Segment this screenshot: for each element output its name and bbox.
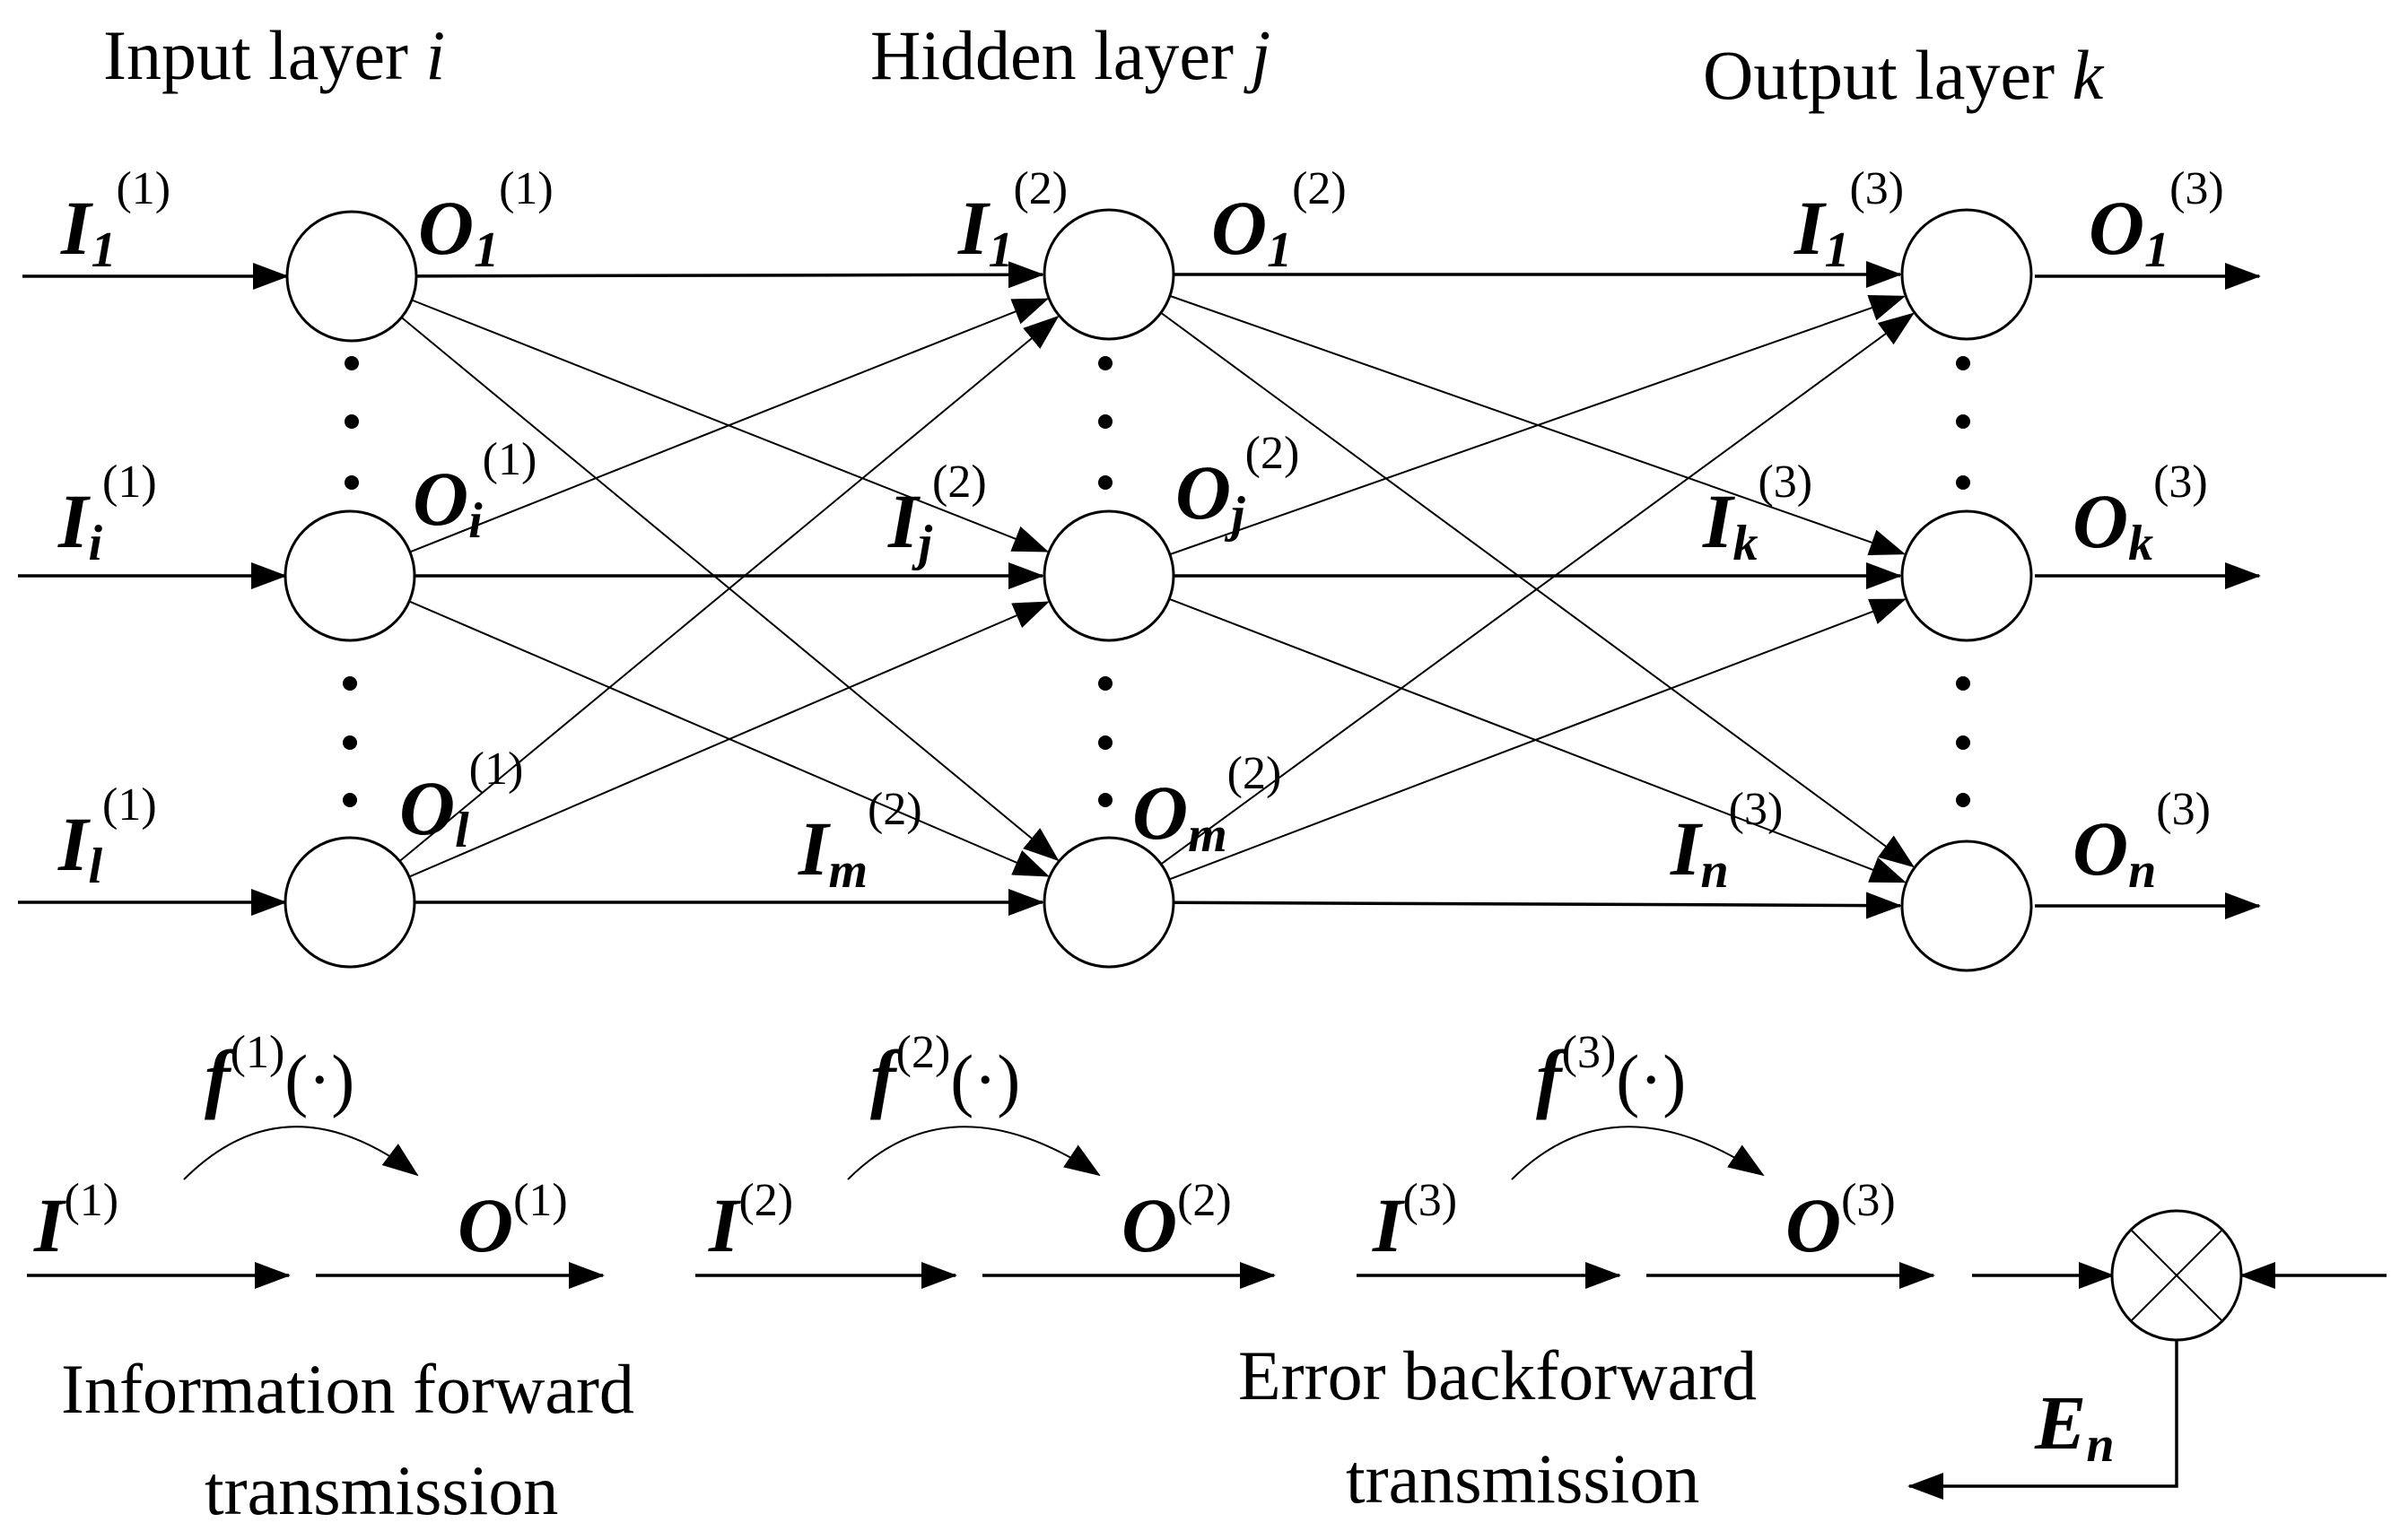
input-layer-header: Input layer i [103, 16, 445, 94]
svg-text:O(3): O(3) [1785, 1175, 1896, 1268]
ellipsis-dots [343, 356, 1970, 807]
svg-text:I(1): I(1) [33, 1175, 118, 1268]
label-input-Ol: Ol(1) [399, 744, 523, 858]
label-output-On: On(3) [2073, 784, 2211, 899]
svg-text:f(3)(·): f(3)(·) [1536, 1027, 1686, 1120]
label-hidden-Im: Im(2) [798, 784, 922, 899]
label-input-Oi: Oi(1) [413, 434, 537, 549]
hidden-node-m [1043, 836, 1175, 969]
label-hidden-Oj: Oj(2) [1175, 428, 1299, 543]
edge-l2-2-to-2 [1173, 892, 1903, 919]
input-node-l [284, 836, 416, 969]
edge-l2-2-to-1 [1168, 598, 1907, 881]
edge-l1-2-to-0 [398, 315, 1060, 862]
hidden-node-j [1043, 509, 1175, 642]
activation-function-1: f(1)(·) I(1) O(1) [27, 1027, 605, 1289]
label-hidden-O1: O1(2) [1211, 163, 1347, 278]
svg-text:f(2)(·): f(2)(·) [870, 1027, 1020, 1120]
svg-text:f(1)(·): f(1)(·) [205, 1027, 354, 1120]
label-hidden-I1: I1(2) [957, 163, 1068, 278]
caption-forward-line2: transmission [205, 1451, 558, 1529]
activation-function-3: f(3)(·) I(3) O(3) [1357, 1027, 1935, 1289]
label-output-I1: I1(3) [1793, 163, 1904, 278]
svg-text:O(2): O(2) [1121, 1175, 1232, 1268]
output-layer-header: Output layer k [1703, 36, 2105, 114]
edge-l2-1-to-2 [1168, 597, 1907, 883]
input-node-1 [285, 210, 418, 343]
label-output-O1: O1(3) [2089, 163, 2224, 278]
label-output-In: In(3) [1670, 784, 1783, 899]
label-input-Ii: Ii(1) [57, 457, 157, 571]
hidden-layer-header: Hidden layer j [870, 16, 1270, 94]
label-error-En: En [2034, 1379, 2115, 1473]
svg-text:O(1): O(1) [458, 1175, 568, 1268]
label-input-I1: I1(1) [60, 163, 170, 278]
caption-backward-line1: Error backforward [1238, 1336, 1757, 1414]
label-output-Ok: Ok(3) [2073, 457, 2208, 571]
edge-l1-1-to-0 [409, 298, 1050, 553]
error-comparator: En [1907, 1209, 2387, 1500]
input-node-i [284, 509, 416, 642]
label-input-O1: O1(1) [418, 163, 554, 278]
edge-l2-2-to-0 [1160, 312, 1915, 866]
activation-function-2: f(2)(·) I(2) O(2) [695, 1027, 1276, 1289]
caption-backward-line2: transmission [1346, 1440, 1699, 1518]
output-node-n [1900, 840, 2033, 972]
output-node-1 [1900, 208, 2033, 341]
connection-edges [398, 261, 1916, 919]
output-node-k [1900, 509, 2033, 642]
edge-l2-1-to-0 [1169, 294, 1907, 556]
label-hidden-Om: Om(2) [1132, 748, 1281, 863]
edge-l1-2-to-1 [408, 601, 1050, 878]
caption-forward-line1: Information forward [61, 1350, 634, 1428]
svg-text:I(2): I(2) [708, 1175, 793, 1268]
svg-text:I(3): I(3) [1372, 1175, 1457, 1268]
label-input-Il: Il(1) [57, 779, 157, 894]
label-output-Ik: Ik(3) [1702, 457, 1812, 571]
label-hidden-Ij: Ij(2) [887, 457, 987, 571]
hidden-node-1 [1043, 208, 1175, 341]
edge-l1-0-to-0 [415, 261, 1045, 289]
